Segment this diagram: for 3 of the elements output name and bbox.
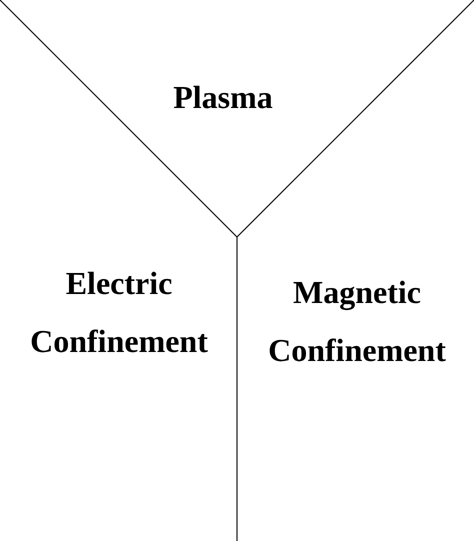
region-label: Plasma: [172, 78, 274, 117]
region-label: Magnetic Confinement: [267, 273, 447, 370]
region-label: Electric Confinement: [29, 264, 209, 361]
